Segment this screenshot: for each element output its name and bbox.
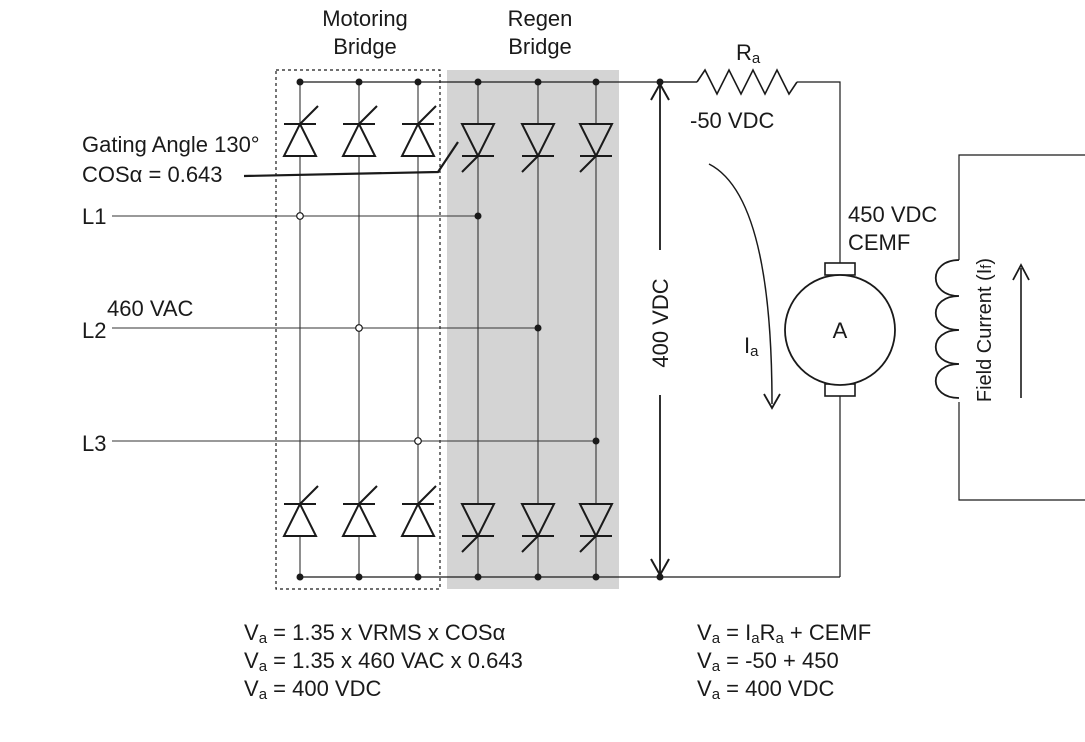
- equation-left-1: Va = 1.35 x VRMS x COSα: [244, 620, 506, 647]
- field-current-arrow: [1012, 263, 1030, 398]
- supply-voltage-label: 460 VAC: [107, 296, 194, 321]
- cos-alpha-label: COSα = 0.643: [82, 162, 223, 187]
- equation-left-2: Va = 1.35 x 460 VAC x 0.643: [244, 648, 523, 675]
- motoring-scr-top-1: [282, 105, 319, 157]
- ra-label: Ra: [736, 40, 761, 67]
- gating-angle-leader: [243, 141, 459, 178]
- regen-scr-bottom-1: [460, 503, 496, 553]
- motoring-bridge-label-1: Motoring: [322, 6, 408, 31]
- regen-scr-top-3: [578, 123, 614, 173]
- regen-bridge-label-1: Regen: [508, 6, 573, 31]
- dc-voltage-arrow: [650, 81, 670, 578]
- motoring-scr-bottom-1: [282, 485, 319, 537]
- cemf-value-label: 450 VDC: [848, 202, 937, 227]
- equation-left-3: Va = 400 VDC: [244, 676, 381, 703]
- regen-scr-bottom-2: [520, 503, 556, 553]
- field-coil: [934, 259, 960, 402]
- motoring-scr-bottom-3: [400, 485, 437, 537]
- motoring-scr-top-3: [400, 105, 437, 157]
- line-l3-label: L3: [82, 431, 106, 456]
- equation-right-3: Va = 400 VDC: [697, 676, 834, 703]
- line-l1-label: L1: [82, 204, 106, 229]
- motoring-bridge-outline: [275, 69, 441, 590]
- ra-resistor: [696, 68, 798, 96]
- motoring-scr-bottom-2: [341, 485, 378, 537]
- ra-lead-out: [797, 81, 841, 263]
- armature-label: A: [833, 318, 848, 343]
- field-current-label: Field Current (If): [974, 258, 996, 402]
- motor-armature: [784, 262, 896, 397]
- dc-voltage-label: 400 VDC: [648, 278, 673, 367]
- regen-scr-top-2: [520, 123, 556, 173]
- motoring-scr-top-2: [341, 105, 378, 157]
- equations-left: Va = 1.35 x VRMS x COSα Va = 1.35 x 460 …: [244, 620, 523, 703]
- motoring-connections: [296, 212, 422, 445]
- equation-right-1: Va = IaRa + CEMF: [697, 620, 871, 647]
- cemf-label: CEMF: [848, 230, 910, 255]
- equations-right: Va = IaRa + CEMF Va = -50 + 450 Va = 400…: [697, 620, 871, 703]
- gating-angle-label: Gating Angle 130°: [82, 132, 260, 157]
- line-l2-label: L2: [82, 318, 106, 343]
- bus-junctions: [296, 78, 664, 581]
- equation-right-2: Va = -50 + 450: [697, 648, 839, 675]
- regen-bridge-label-2: Bridge: [508, 34, 572, 59]
- regen-scr-bottom-3: [578, 503, 614, 553]
- regen-scr-top-1: [460, 123, 496, 173]
- armature-current-arrow: [708, 163, 781, 410]
- ra-drop-label: -50 VDC: [690, 108, 774, 133]
- armature-current-label: Ia: [744, 333, 759, 360]
- motoring-bridge-label-2: Bridge: [333, 34, 397, 59]
